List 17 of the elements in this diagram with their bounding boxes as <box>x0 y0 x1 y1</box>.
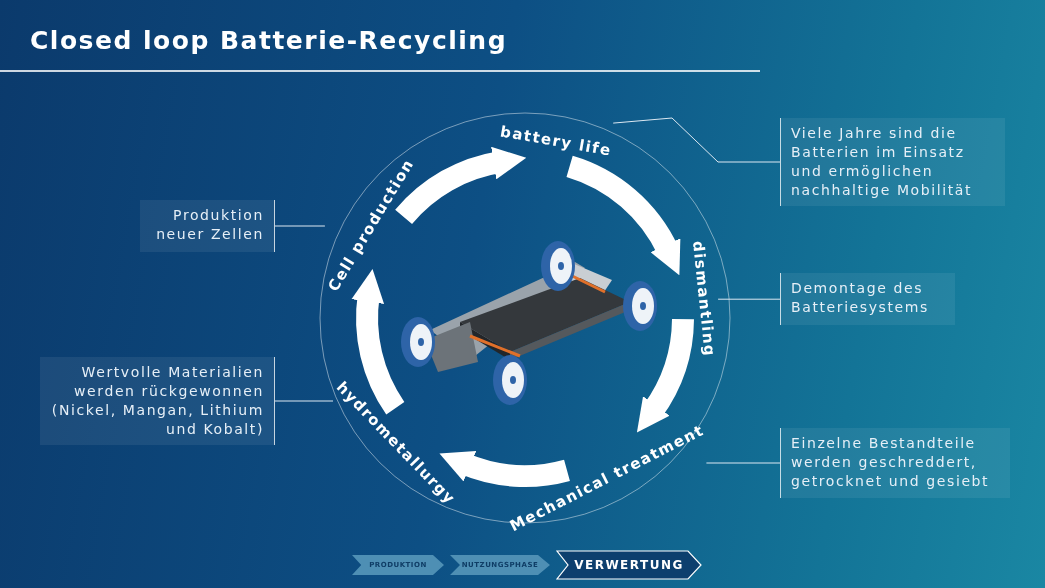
current-progress-step: VERWERTUNG <box>556 550 702 580</box>
leader-line <box>612 117 781 163</box>
callout-panel: Viele Jahre sind die Batterien im Einsatz und ermöglichen nachhaltige Mobilität <box>780 118 1005 206</box>
callout-panel: Wertvolle Materialien werden rückgewonnen (Nickel, Mangan, Lithium und Kobalt) <box>40 357 275 445</box>
title: Closed loop Batterie-Recycling <box>30 26 508 55</box>
cycle-arrow <box>565 156 681 275</box>
leader-line <box>717 298 781 300</box>
leader-line <box>274 400 334 402</box>
cycle-arrow <box>395 147 526 225</box>
callout-panel: Einzelne Bestandteile werden geschreddert, getrocknet und gesiebt <box>780 428 1010 498</box>
cycle-arrow <box>638 318 694 434</box>
leader-line <box>274 225 326 227</box>
callout-panel: Produktion neuer Zellen <box>140 200 275 252</box>
callout-panel: Demontage des Batteriesystems <box>780 273 955 325</box>
cycle-arrow <box>438 450 570 487</box>
stage-label: dismantling <box>689 240 719 358</box>
leader-line <box>705 462 781 464</box>
